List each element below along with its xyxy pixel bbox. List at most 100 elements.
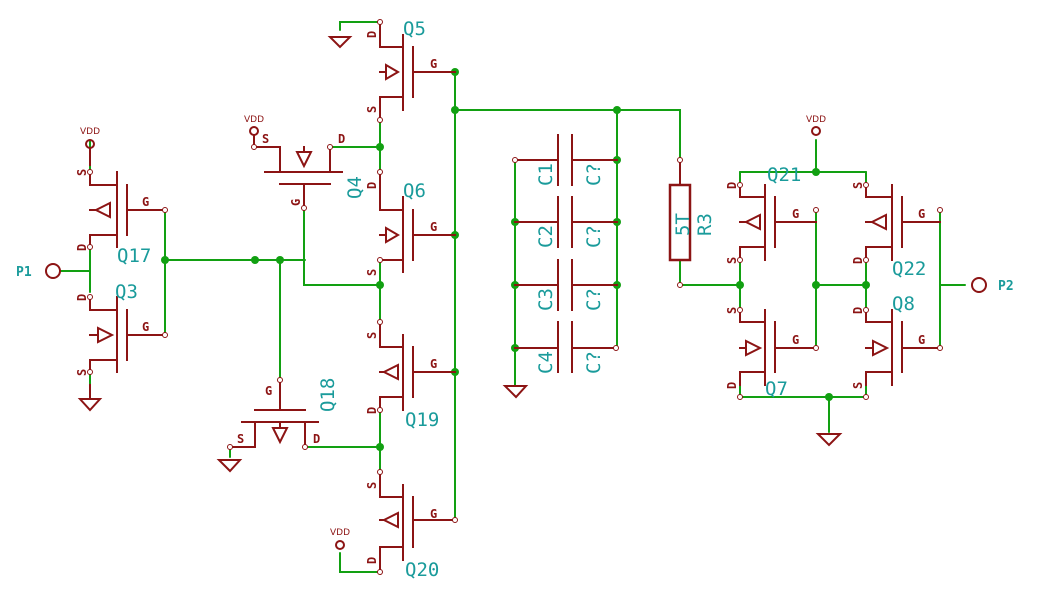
pin-label-gate: G bbox=[142, 195, 149, 209]
vdd-label: VDD bbox=[244, 115, 264, 125]
junction-dot bbox=[376, 143, 384, 151]
wire bbox=[454, 109, 681, 161]
junction-dot bbox=[376, 281, 384, 289]
pin-label-source: S bbox=[725, 257, 739, 264]
wire bbox=[739, 384, 867, 398]
label-q5: Q5 bbox=[403, 18, 426, 40]
label-q21: Q21 bbox=[767, 164, 801, 186]
transistor-q7 bbox=[739, 309, 817, 386]
transistor-q18 bbox=[229, 379, 319, 448]
vdd-symbol bbox=[249, 126, 259, 136]
junction-dot bbox=[251, 256, 259, 264]
pin-label-source: S bbox=[365, 106, 379, 113]
label-c-unnamed: C? bbox=[583, 288, 605, 311]
label-c3: C3 bbox=[535, 288, 557, 311]
junction-dot bbox=[812, 281, 820, 289]
pin-label-source: S bbox=[75, 169, 89, 176]
junction-dot bbox=[451, 106, 459, 114]
port-p2-label: P2 bbox=[998, 279, 1014, 294]
transistor-q4 bbox=[253, 146, 343, 209]
junction-dot bbox=[736, 281, 744, 289]
pin-label-source: S bbox=[365, 482, 379, 489]
label-q3: Q3 bbox=[115, 281, 138, 303]
label-q6: Q6 bbox=[403, 180, 426, 202]
vdd-symbol bbox=[811, 126, 821, 136]
wire bbox=[339, 21, 381, 31]
wire bbox=[339, 552, 381, 573]
pin-label-drain: D bbox=[75, 244, 89, 251]
junction-dot bbox=[376, 443, 384, 451]
port-p1-label: P1 bbox=[16, 265, 32, 280]
pin-label-gate: G bbox=[142, 320, 149, 334]
pin-label-drain: D bbox=[338, 132, 345, 146]
pin-label-drain: D bbox=[75, 294, 89, 301]
reference-labels: Q17 Q3 Q5 Q6 Q19 Q20 Q21 Q22 Q8 Q7 Q4 Q1… bbox=[115, 18, 926, 581]
pin-label-source: S bbox=[75, 369, 89, 376]
capacitors bbox=[514, 134, 618, 373]
pin-label-drain: D bbox=[851, 257, 865, 264]
pin-label-drain: D bbox=[365, 31, 379, 38]
label-r3: R3 bbox=[694, 213, 716, 236]
resistor-r3 bbox=[668, 159, 692, 262]
label-c-unnamed: C? bbox=[583, 225, 605, 248]
ground-symbol bbox=[327, 36, 353, 49]
transistor-q5 bbox=[379, 21, 456, 121]
label-r3-value: 5T bbox=[672, 213, 694, 236]
transistors bbox=[89, 21, 941, 573]
pin-label-source: S bbox=[851, 382, 865, 389]
pin-label-source: S bbox=[365, 269, 379, 276]
label-c1: C1 bbox=[535, 163, 557, 186]
label-c-unnamed: C? bbox=[583, 163, 605, 186]
pin-labels: S D G D S G D S G D S G S D G S D G S D … bbox=[75, 31, 925, 564]
pin-label-source: S bbox=[237, 432, 244, 446]
pin-label-gate: G bbox=[918, 333, 925, 347]
junction-dot bbox=[161, 256, 169, 264]
pin-label-source: S bbox=[262, 132, 269, 146]
vdd-label: VDD bbox=[80, 127, 100, 137]
pin-label-source: S bbox=[365, 332, 379, 339]
label-q17: Q17 bbox=[117, 245, 151, 267]
pin-label-gate: G bbox=[792, 207, 799, 221]
ground-symbol bbox=[815, 433, 843, 447]
transistor-q3 bbox=[89, 296, 166, 373]
junction-dot bbox=[825, 393, 833, 401]
capacitor-c2 bbox=[514, 196, 618, 248]
pin-label-source: S bbox=[725, 307, 739, 314]
transistor-q8 bbox=[865, 309, 941, 386]
transistor-q22 bbox=[865, 184, 941, 261]
label-q20: Q20 bbox=[405, 559, 439, 581]
vdd-label: VDD bbox=[806, 115, 826, 125]
vdd-symbol bbox=[335, 540, 345, 550]
label-c2: C2 bbox=[535, 225, 557, 248]
junction-dot bbox=[862, 281, 870, 289]
pin-label-gate: G bbox=[792, 333, 799, 347]
pin-label-drain: D bbox=[313, 432, 320, 446]
capacitor-c3 bbox=[514, 259, 618, 311]
transistor-q19 bbox=[379, 321, 456, 411]
pin-label-gate: G bbox=[918, 207, 925, 221]
ground-symbol bbox=[216, 459, 243, 473]
power-symbols: VDD VDD VDD VDD bbox=[77, 36, 843, 550]
ground-symbol bbox=[77, 398, 103, 412]
junction-dot bbox=[276, 256, 284, 264]
label-q8: Q8 bbox=[892, 293, 915, 315]
label-c-unnamed: C? bbox=[583, 351, 605, 374]
label-c4: C4 bbox=[535, 351, 557, 374]
transistor-q20 bbox=[379, 471, 456, 573]
transistor-q6 bbox=[379, 171, 456, 273]
pin-label-source: S bbox=[851, 182, 865, 189]
pin-label-gate: G bbox=[430, 507, 437, 521]
capacitor-c4 bbox=[514, 321, 618, 373]
ports: P1 P2 bbox=[16, 263, 1014, 294]
pin-label-gate: G bbox=[430, 357, 437, 371]
label-q18: Q18 bbox=[317, 378, 339, 412]
pin-label-drain: D bbox=[365, 557, 379, 564]
port-p2-symbol bbox=[971, 277, 987, 293]
pin-label-gate: G bbox=[265, 384, 272, 398]
port-p1-symbol bbox=[45, 263, 61, 279]
pin-label-drain: D bbox=[365, 182, 379, 189]
transistor-q21 bbox=[739, 184, 817, 261]
pin-label-drain: D bbox=[725, 182, 739, 189]
pin-label-drain: D bbox=[725, 382, 739, 389]
